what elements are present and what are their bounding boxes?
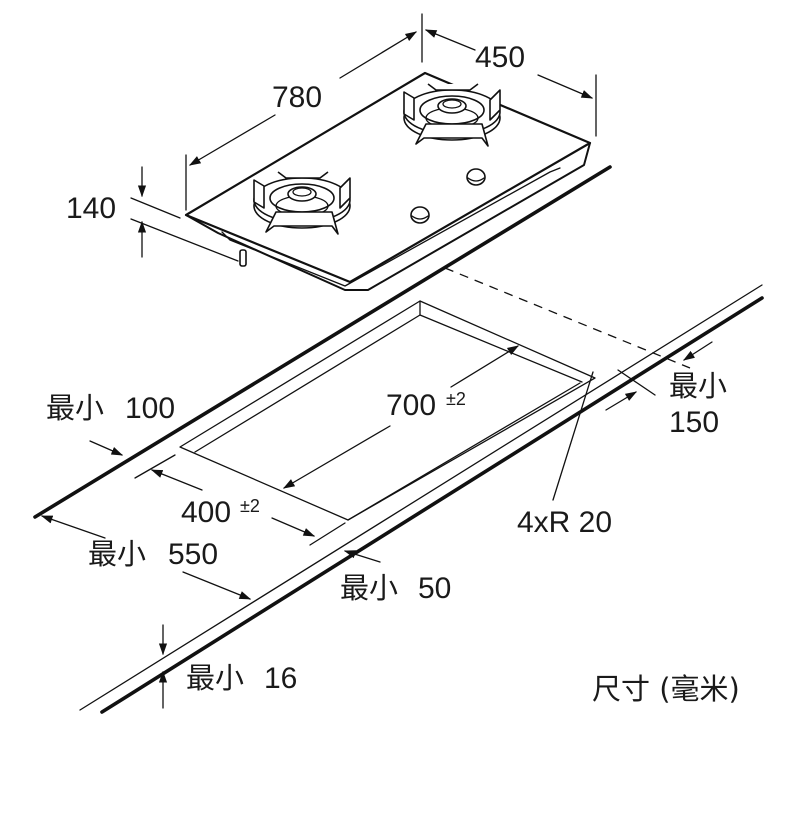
dim-cutout-length — [282, 345, 519, 489]
burner-front-left — [253, 171, 351, 235]
dim-worktop-depth — [40, 515, 252, 600]
cutout-length-label: 700 — [386, 389, 436, 422]
side-clearance-prefix: 最小 — [669, 369, 727, 403]
worktop-depth-value: 550 — [168, 538, 218, 571]
gas-hob — [184, 71, 592, 291]
hob-depth-label: 450 — [475, 41, 525, 74]
dim-side-clearance — [605, 341, 713, 411]
front-clearance-value: 50 — [418, 572, 451, 605]
worktop-front-bottom-edge — [100, 296, 764, 714]
corner-radius-leader — [552, 371, 594, 501]
cutout-outer-rim — [179, 300, 596, 521]
side-clearance-value: 150 — [669, 406, 719, 439]
worktop-thickness-value: 16 — [264, 662, 297, 695]
dim-front-clearance — [343, 550, 381, 563]
cutout-width-tolerance: ±2 — [240, 496, 260, 516]
units-note: 尺寸 (毫米) — [592, 672, 740, 706]
worktop-front-top-edge — [79, 284, 763, 711]
hob-height-label: 140 — [66, 192, 116, 225]
control-knob — [466, 168, 486, 186]
dim-hob-height — [130, 166, 239, 262]
gas-inlet — [239, 249, 247, 267]
dim-back-clearance — [89, 440, 124, 456]
back-clearance-prefix: 最小 — [46, 391, 104, 425]
hob-chassis — [185, 142, 591, 291]
dim-cutout-width — [134, 454, 346, 546]
hob-width-label: 780 — [272, 81, 322, 114]
back-clearance-value: 100 — [125, 392, 175, 425]
cutout — [179, 300, 596, 521]
dim-hob-width — [185, 13, 423, 211]
cutout-width-label: 400 — [181, 496, 231, 529]
dim-hob-depth — [424, 29, 597, 137]
front-clearance-prefix: 最小 — [340, 571, 398, 605]
corner-radius-label: 4xR 20 — [517, 506, 612, 539]
control-knob — [410, 206, 430, 224]
burner-back-right — [403, 83, 501, 147]
projection-line — [444, 267, 691, 369]
hob-chassis-lip — [221, 167, 561, 287]
worktop-thickness-prefix: 最小 — [186, 661, 244, 695]
cutout-length-tolerance: ±2 — [446, 389, 466, 409]
cutout-front-inner — [347, 382, 581, 521]
hob-glass-top — [184, 71, 592, 284]
worktop-depth-prefix: 最小 — [88, 537, 146, 571]
worktop — [33, 165, 764, 714]
worktop-back-edge — [33, 165, 612, 519]
